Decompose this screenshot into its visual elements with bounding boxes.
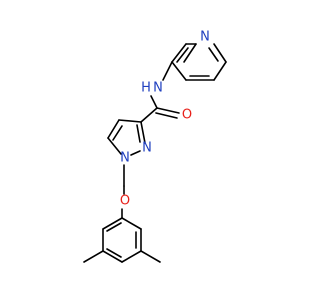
bond [118,119,142,123]
bond [140,107,158,123]
bond [213,43,227,63]
structure-svg: N N H O N N O [83,30,227,263]
bond [106,248,122,258]
pyrazole-n2-label: N [142,141,152,156]
bond [107,137,122,155]
bond [106,222,122,232]
pyrazole-ring [107,119,146,156]
bond [183,43,197,63]
bond [162,61,173,81]
amide-h-label: H [141,81,151,96]
bond [171,43,187,63]
methyl-bond-left [83,250,104,263]
molecule-diagram: N N H O N N O [83,30,227,263]
bond [102,250,123,263]
bond [176,47,189,63]
carbonyl-o-label: O [182,108,192,123]
bond [150,95,158,109]
bond [102,217,123,230]
bond [121,217,142,230]
methyl-bond-right [140,250,161,263]
bond [171,61,187,81]
bond [213,61,227,81]
bond [136,124,141,143]
pyridine-n-label: N [200,30,210,45]
amide-n-label: N [153,81,163,96]
bond [208,47,219,62]
bond [156,107,180,114]
bond [155,112,178,119]
pyridine-ring [171,43,227,81]
bond [130,150,141,156]
bond [140,121,146,144]
bond [112,125,123,141]
ether-o-label: O [120,194,130,209]
bond [121,250,142,263]
dimethylphenyl-ring [102,217,142,263]
bond [107,119,120,139]
pyrazole-n1-label: N [120,151,130,166]
